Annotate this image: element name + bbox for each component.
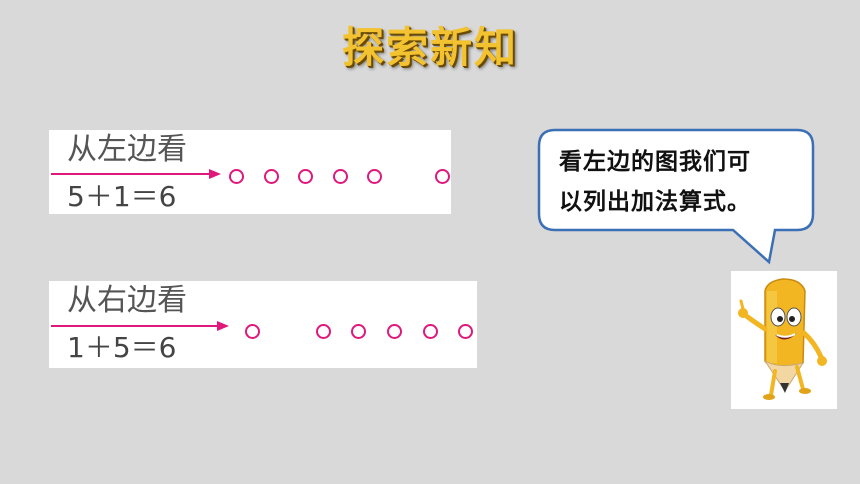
circle-icon: [245, 324, 260, 339]
circle-icon: [229, 169, 244, 184]
left-view-heading: 从左边看: [67, 132, 187, 167]
speech-bubble-line: 看左边的图我们可: [559, 149, 751, 175]
circle-icon: [367, 169, 382, 184]
arrow-icon: [51, 169, 221, 179]
left-view-card: 从左边看 5＋1＝6: [49, 130, 451, 214]
circle-icon: [458, 324, 473, 339]
speech-bubble-line: 以列出加法算式。: [559, 189, 751, 215]
circle-icon: [316, 324, 331, 339]
right-view-equation: 1＋5＝6: [67, 331, 177, 364]
left-view-equation: 5＋1＝6: [67, 180, 177, 213]
circle-icon: [264, 169, 279, 184]
arrow-icon: [51, 321, 229, 331]
speech-bubble: 看左边的图我们可 以列出加法算式。: [537, 128, 817, 268]
right-view-heading: 从右边看: [67, 283, 187, 318]
right-view-card: 从右边看 1＋5＝6: [49, 281, 477, 368]
circle-icon: [333, 169, 348, 184]
page-title: 探索新知: [341, 23, 518, 72]
speech-bubble-shape: [537, 128, 815, 265]
circle-icon: [387, 324, 402, 339]
circle-icon: [298, 169, 313, 184]
speech-bubble-text: 看左边的图我们可 以列出加法算式。: [559, 142, 799, 222]
pencil-mascot-icon: [731, 271, 837, 409]
circle-icon: [435, 169, 450, 184]
circle-icon: [351, 324, 366, 339]
circle-icon: [423, 324, 438, 339]
